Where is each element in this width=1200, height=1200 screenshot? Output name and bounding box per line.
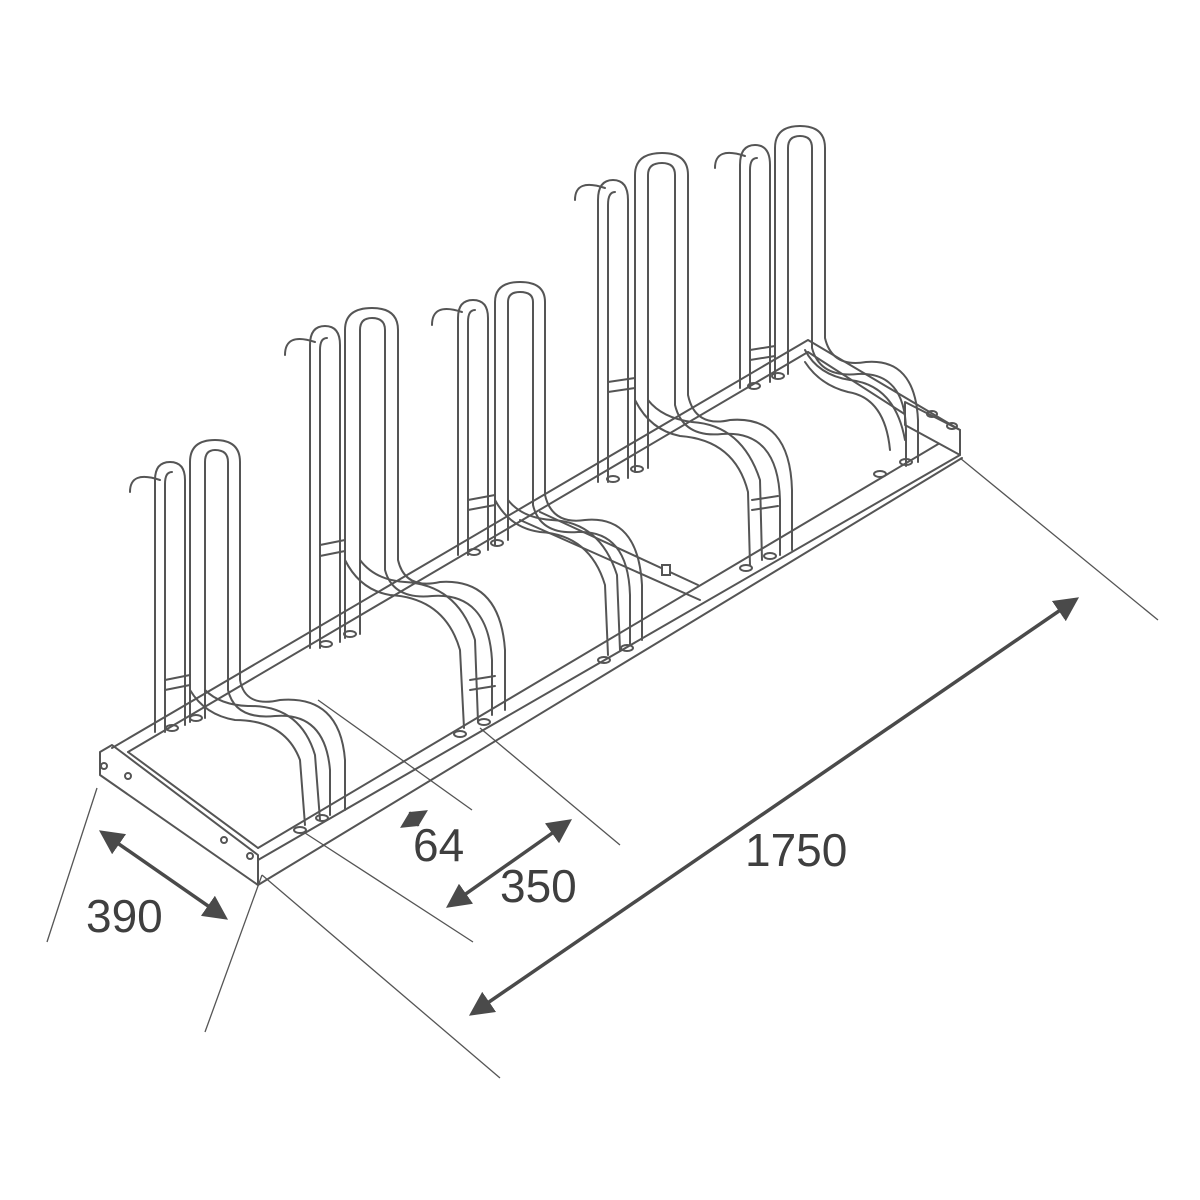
mount-hole xyxy=(926,410,938,418)
width-dimension-arrow xyxy=(98,830,229,920)
bike-loop-3 xyxy=(431,281,643,664)
cross-member-left xyxy=(127,751,259,849)
loop-spacing-dimension-label: 350 xyxy=(500,860,577,912)
dimension-arrows xyxy=(98,597,1080,1016)
tube-gap-dimension-arrow xyxy=(400,810,428,828)
extension-lines xyxy=(46,457,1159,1079)
mount-hole xyxy=(946,422,958,430)
mount-hole xyxy=(124,772,132,780)
length-dimension-arrow xyxy=(468,597,1080,1016)
bike-loop-2 xyxy=(284,307,506,738)
cross-member-mid2 xyxy=(539,511,699,586)
length-dimension-label: 1750 xyxy=(745,824,847,876)
extension-line-width-right xyxy=(204,874,263,1033)
extension-line-loop xyxy=(479,727,621,846)
extension-line-gap-1 xyxy=(304,832,474,943)
mount-hole xyxy=(246,852,254,860)
extension-line-front-end xyxy=(261,874,501,1079)
tube-gap-dimension-label: 64 xyxy=(413,819,464,871)
rack-frame xyxy=(99,339,963,886)
frame-joint-bolt xyxy=(661,564,671,576)
bike-loop-1 xyxy=(129,439,346,834)
mount-hole xyxy=(100,762,108,770)
front-rail-inner xyxy=(257,439,946,849)
bike-loop-4 xyxy=(574,152,793,572)
extension-line-width-left xyxy=(46,787,98,943)
end-plate-left xyxy=(99,744,259,886)
bike-loop-5 xyxy=(714,125,919,478)
width-dimension-label: 390 xyxy=(86,890,163,942)
extension-line-back-end xyxy=(959,457,1159,621)
rack-loops xyxy=(129,125,919,834)
extension-line-gap-2 xyxy=(317,699,473,811)
